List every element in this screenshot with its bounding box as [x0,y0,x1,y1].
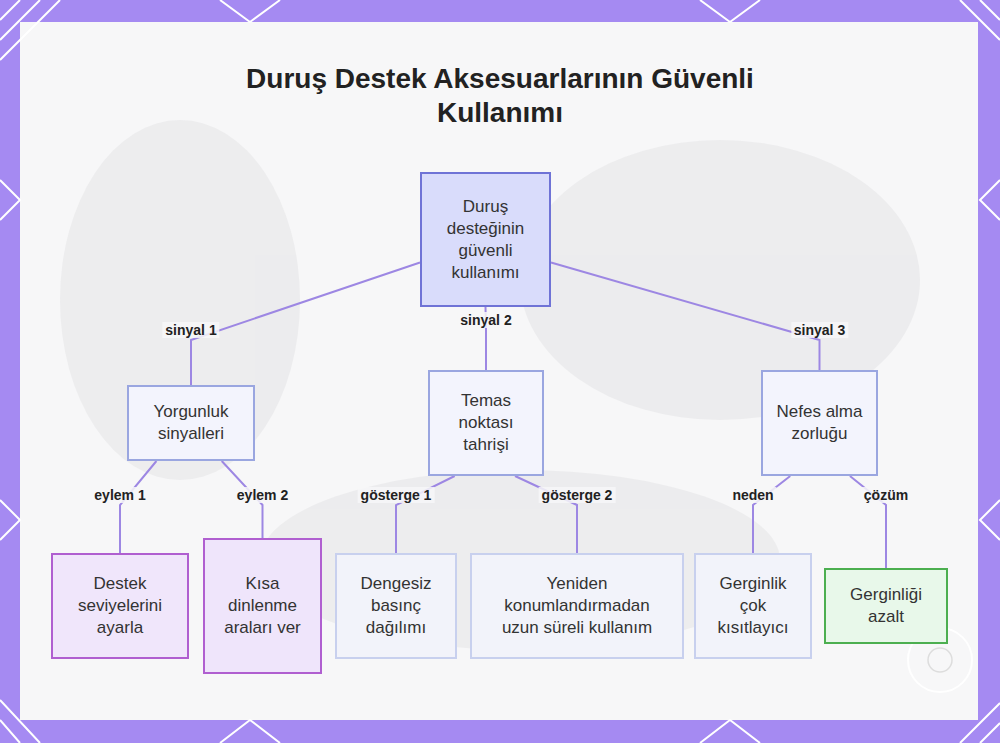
node-text: Gerginlik çok kısıtlayıcı [706,573,800,639]
signal-box: Nefes alma zorluğu [761,370,878,476]
root-box: Duruş desteğinin güvenli kullanımı [420,172,551,307]
node-text: Gerginliği azalt [836,584,936,628]
diagram-title: Duruş Destek Aksesuarlarının Güvenli Kul… [205,62,795,130]
node-text: Destek seviyelerini ayarla [63,573,177,639]
connector-line [120,461,156,553]
signal-box: Yorgunluk sinyalleri [127,385,255,461]
connector-line [551,262,820,370]
solution-box: Gerginliği azalt [824,568,948,644]
edge-label: eylem 1 [91,487,148,503]
node-text: Yeniden konumlandırmadan uzun süreli kul… [500,573,654,639]
node-text: Dengesiz basınç dağılımı [347,573,445,639]
signal-box: Temas noktası tahrişi [428,370,544,476]
edge-label: sinyal 3 [791,322,848,338]
node-text: Nefes alma zorluğu [771,401,868,445]
node-text: Temas noktası tahrişi [438,390,534,456]
indicator-box: Dengesiz basınç dağılımı [335,553,457,659]
edge-label: neden [729,487,776,503]
action-box: Destek seviyelerini ayarla [51,553,189,659]
node-text: Kısa dinlenme araları ver [215,573,310,639]
node-text: Yorgunluk sinyalleri [137,401,245,445]
connector-line [191,262,420,385]
edge-label: gösterge 2 [539,487,616,503]
edge-label: eylem 2 [234,487,291,503]
edge-label: sinyal 1 [162,322,219,338]
indicator-box: Yeniden konumlandırmadan uzun süreli kul… [470,553,684,659]
action-box: Kısa dinlenme araları ver [203,538,322,674]
cause-box: Gerginlik çok kısıtlayıcı [694,553,812,659]
edge-label: gösterge 1 [358,487,435,503]
edge-label: sinyal 2 [457,312,514,328]
node-text: Duruş desteğinin güvenli kullanımı [432,196,539,284]
edge-label: çözüm [861,487,911,503]
